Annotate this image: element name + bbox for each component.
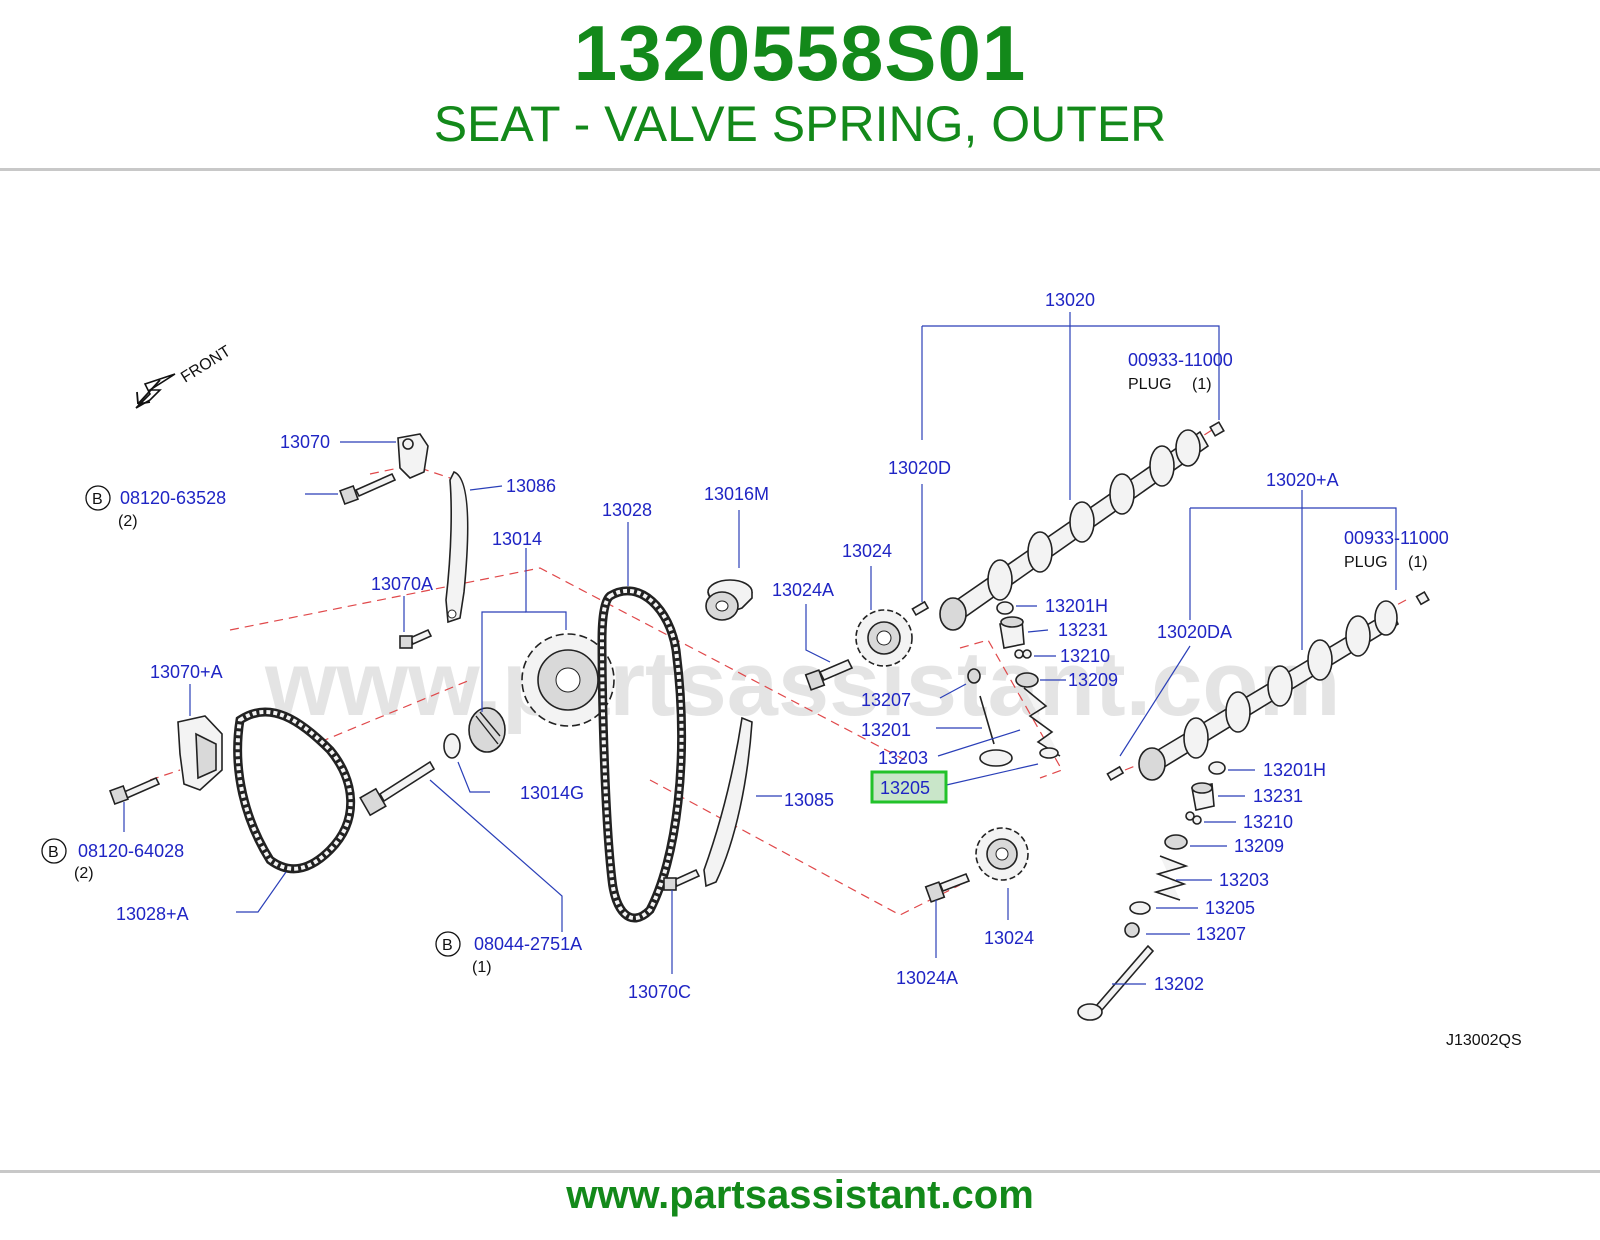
camshaft-lower bbox=[1138, 600, 1400, 781]
label-00933-11000-right: 00933-11000 bbox=[1344, 528, 1449, 548]
label-13024a-top: 13024A bbox=[772, 580, 834, 600]
label-13020da: 13020DA bbox=[1157, 622, 1232, 642]
camshaft-upper bbox=[939, 429, 1210, 631]
page-header: 1320558S01 SEAT - VALVE SPRING, OUTER bbox=[0, 0, 1600, 168]
bolt-13070c bbox=[663, 868, 701, 891]
valve-assembly-upper bbox=[967, 601, 1061, 767]
dash-line-upper bbox=[229, 567, 906, 761]
label-13020d: 13020D bbox=[888, 458, 951, 478]
label-00933-11000-top: 00933-11000 bbox=[1128, 350, 1233, 370]
label-13024-bottom: 13024 bbox=[984, 928, 1034, 948]
label-13207-lower: 13207 bbox=[1196, 924, 1246, 944]
bolt-13024a-lower bbox=[924, 872, 971, 903]
label-08044-2751a: 08044-2751A bbox=[474, 934, 582, 954]
label-13070-a: 13070+A bbox=[150, 662, 223, 682]
label-qty-08044: (1) bbox=[472, 959, 492, 976]
label-13201h-upper: 13201H bbox=[1045, 596, 1108, 616]
label-13070a: 13070A bbox=[371, 574, 433, 594]
pin-13020da bbox=[1106, 765, 1125, 782]
label-13070: 13070 bbox=[280, 432, 330, 452]
bolt-08120-63528 bbox=[339, 472, 397, 505]
dash-plug-right bbox=[1379, 599, 1407, 615]
bolt-marker-b-1 bbox=[85, 485, 111, 511]
label-13028-a: 13028+A bbox=[116, 904, 189, 924]
tensioner-13070 bbox=[397, 433, 429, 479]
footer-url[interactable]: www.partsassistant.com bbox=[566, 1173, 1034, 1217]
label-13205-highlighted[interactable]: 13205 bbox=[880, 778, 930, 798]
gear-13014g bbox=[443, 707, 506, 759]
bush-13016m bbox=[705, 579, 753, 621]
bolt-marker-b-2-text: B bbox=[48, 844, 59, 861]
valve-assembly-lower bbox=[1077, 761, 1226, 1021]
label-13231-upper: 13231 bbox=[1058, 620, 1108, 640]
label-13201h-lower: 13201H bbox=[1263, 760, 1326, 780]
label-13070c: 13070C bbox=[628, 982, 691, 1002]
guide-13085 bbox=[703, 716, 753, 888]
label-plug-top: PLUG bbox=[1128, 376, 1172, 393]
label-13086: 13086 bbox=[506, 476, 556, 496]
label-13024a-bottom: 13024A bbox=[896, 968, 958, 988]
bolt-13070a bbox=[399, 628, 433, 649]
dash-line-mid bbox=[319, 679, 471, 743]
bolt-marker-b-1-text: B bbox=[92, 491, 103, 508]
pin-13020d bbox=[911, 600, 930, 617]
plug-right bbox=[1415, 590, 1430, 606]
label-08120-63528: 08120-63528 bbox=[120, 488, 226, 508]
leader-lines bbox=[123, 312, 1397, 985]
label-13209-lower: 13209 bbox=[1234, 836, 1284, 856]
label-13020-a: 13020+A bbox=[1266, 470, 1339, 490]
label-13016m: 13016M bbox=[704, 484, 769, 504]
part-number-title: 1320558S01 bbox=[573, 9, 1027, 97]
label-13210-upper: 13210 bbox=[1060, 646, 1110, 666]
label-13231-lower: 13231 bbox=[1253, 786, 1303, 806]
diagram-code: J13002QS bbox=[1446, 1032, 1522, 1049]
label-qty-64028: (2) bbox=[74, 865, 94, 882]
label-13205-lower: 13205 bbox=[1205, 898, 1255, 918]
label-13207-upper: 13207 bbox=[861, 690, 911, 710]
timing-chain-13028a bbox=[233, 707, 356, 874]
bolt-13024a-upper bbox=[804, 658, 854, 691]
bolt-08044-2751a bbox=[359, 760, 436, 817]
tensioner-13070a bbox=[177, 715, 223, 791]
highlight-box-13205[interactable] bbox=[870, 770, 948, 804]
label-13024-top: 13024 bbox=[842, 541, 892, 561]
front-label: FRONT bbox=[178, 343, 234, 387]
label-13210-lower: 13210 bbox=[1243, 812, 1293, 832]
watermark-text: www.partsassistant.com bbox=[264, 633, 1340, 735]
footer-divider bbox=[0, 1170, 1600, 1173]
label-13014: 13014 bbox=[492, 529, 542, 549]
label-13028: 13028 bbox=[602, 500, 652, 520]
front-arrow-icon bbox=[135, 373, 176, 409]
label-plug-right: PLUG bbox=[1344, 554, 1388, 571]
label-13020: 13020 bbox=[1045, 290, 1095, 310]
label-13014g: 13014G bbox=[520, 783, 584, 803]
plug-top bbox=[1209, 421, 1225, 437]
label-13085: 13085 bbox=[784, 790, 834, 810]
label-plug-qty-top: (1) bbox=[1192, 376, 1212, 393]
bolt-marker-b-3-text: B bbox=[442, 937, 453, 954]
label-13202: 13202 bbox=[1154, 974, 1204, 994]
cam-sprocket-upper bbox=[855, 609, 913, 667]
cam-sprocket-lower bbox=[975, 827, 1029, 881]
label-13201: 13201 bbox=[861, 720, 911, 740]
label-plug-qty-right: (1) bbox=[1408, 554, 1428, 571]
crank-sprocket-13014 bbox=[521, 633, 615, 727]
guide-13086 bbox=[445, 470, 469, 624]
header-divider bbox=[0, 168, 1600, 171]
bolt-08120-64028 bbox=[109, 776, 161, 805]
label-13203-lower: 13203 bbox=[1219, 870, 1269, 890]
bolt-marker-b-2 bbox=[41, 838, 67, 864]
label-08120-64028: 08120-64028 bbox=[78, 841, 184, 861]
part-name-subtitle: SEAT - VALVE SPRING, OUTER bbox=[433, 96, 1167, 152]
label-qty-63528: (2) bbox=[118, 513, 138, 530]
label-13203-upper: 13203 bbox=[878, 748, 928, 768]
label-13209-upper: 13209 bbox=[1068, 670, 1118, 690]
bolt-marker-b-3 bbox=[435, 931, 461, 957]
